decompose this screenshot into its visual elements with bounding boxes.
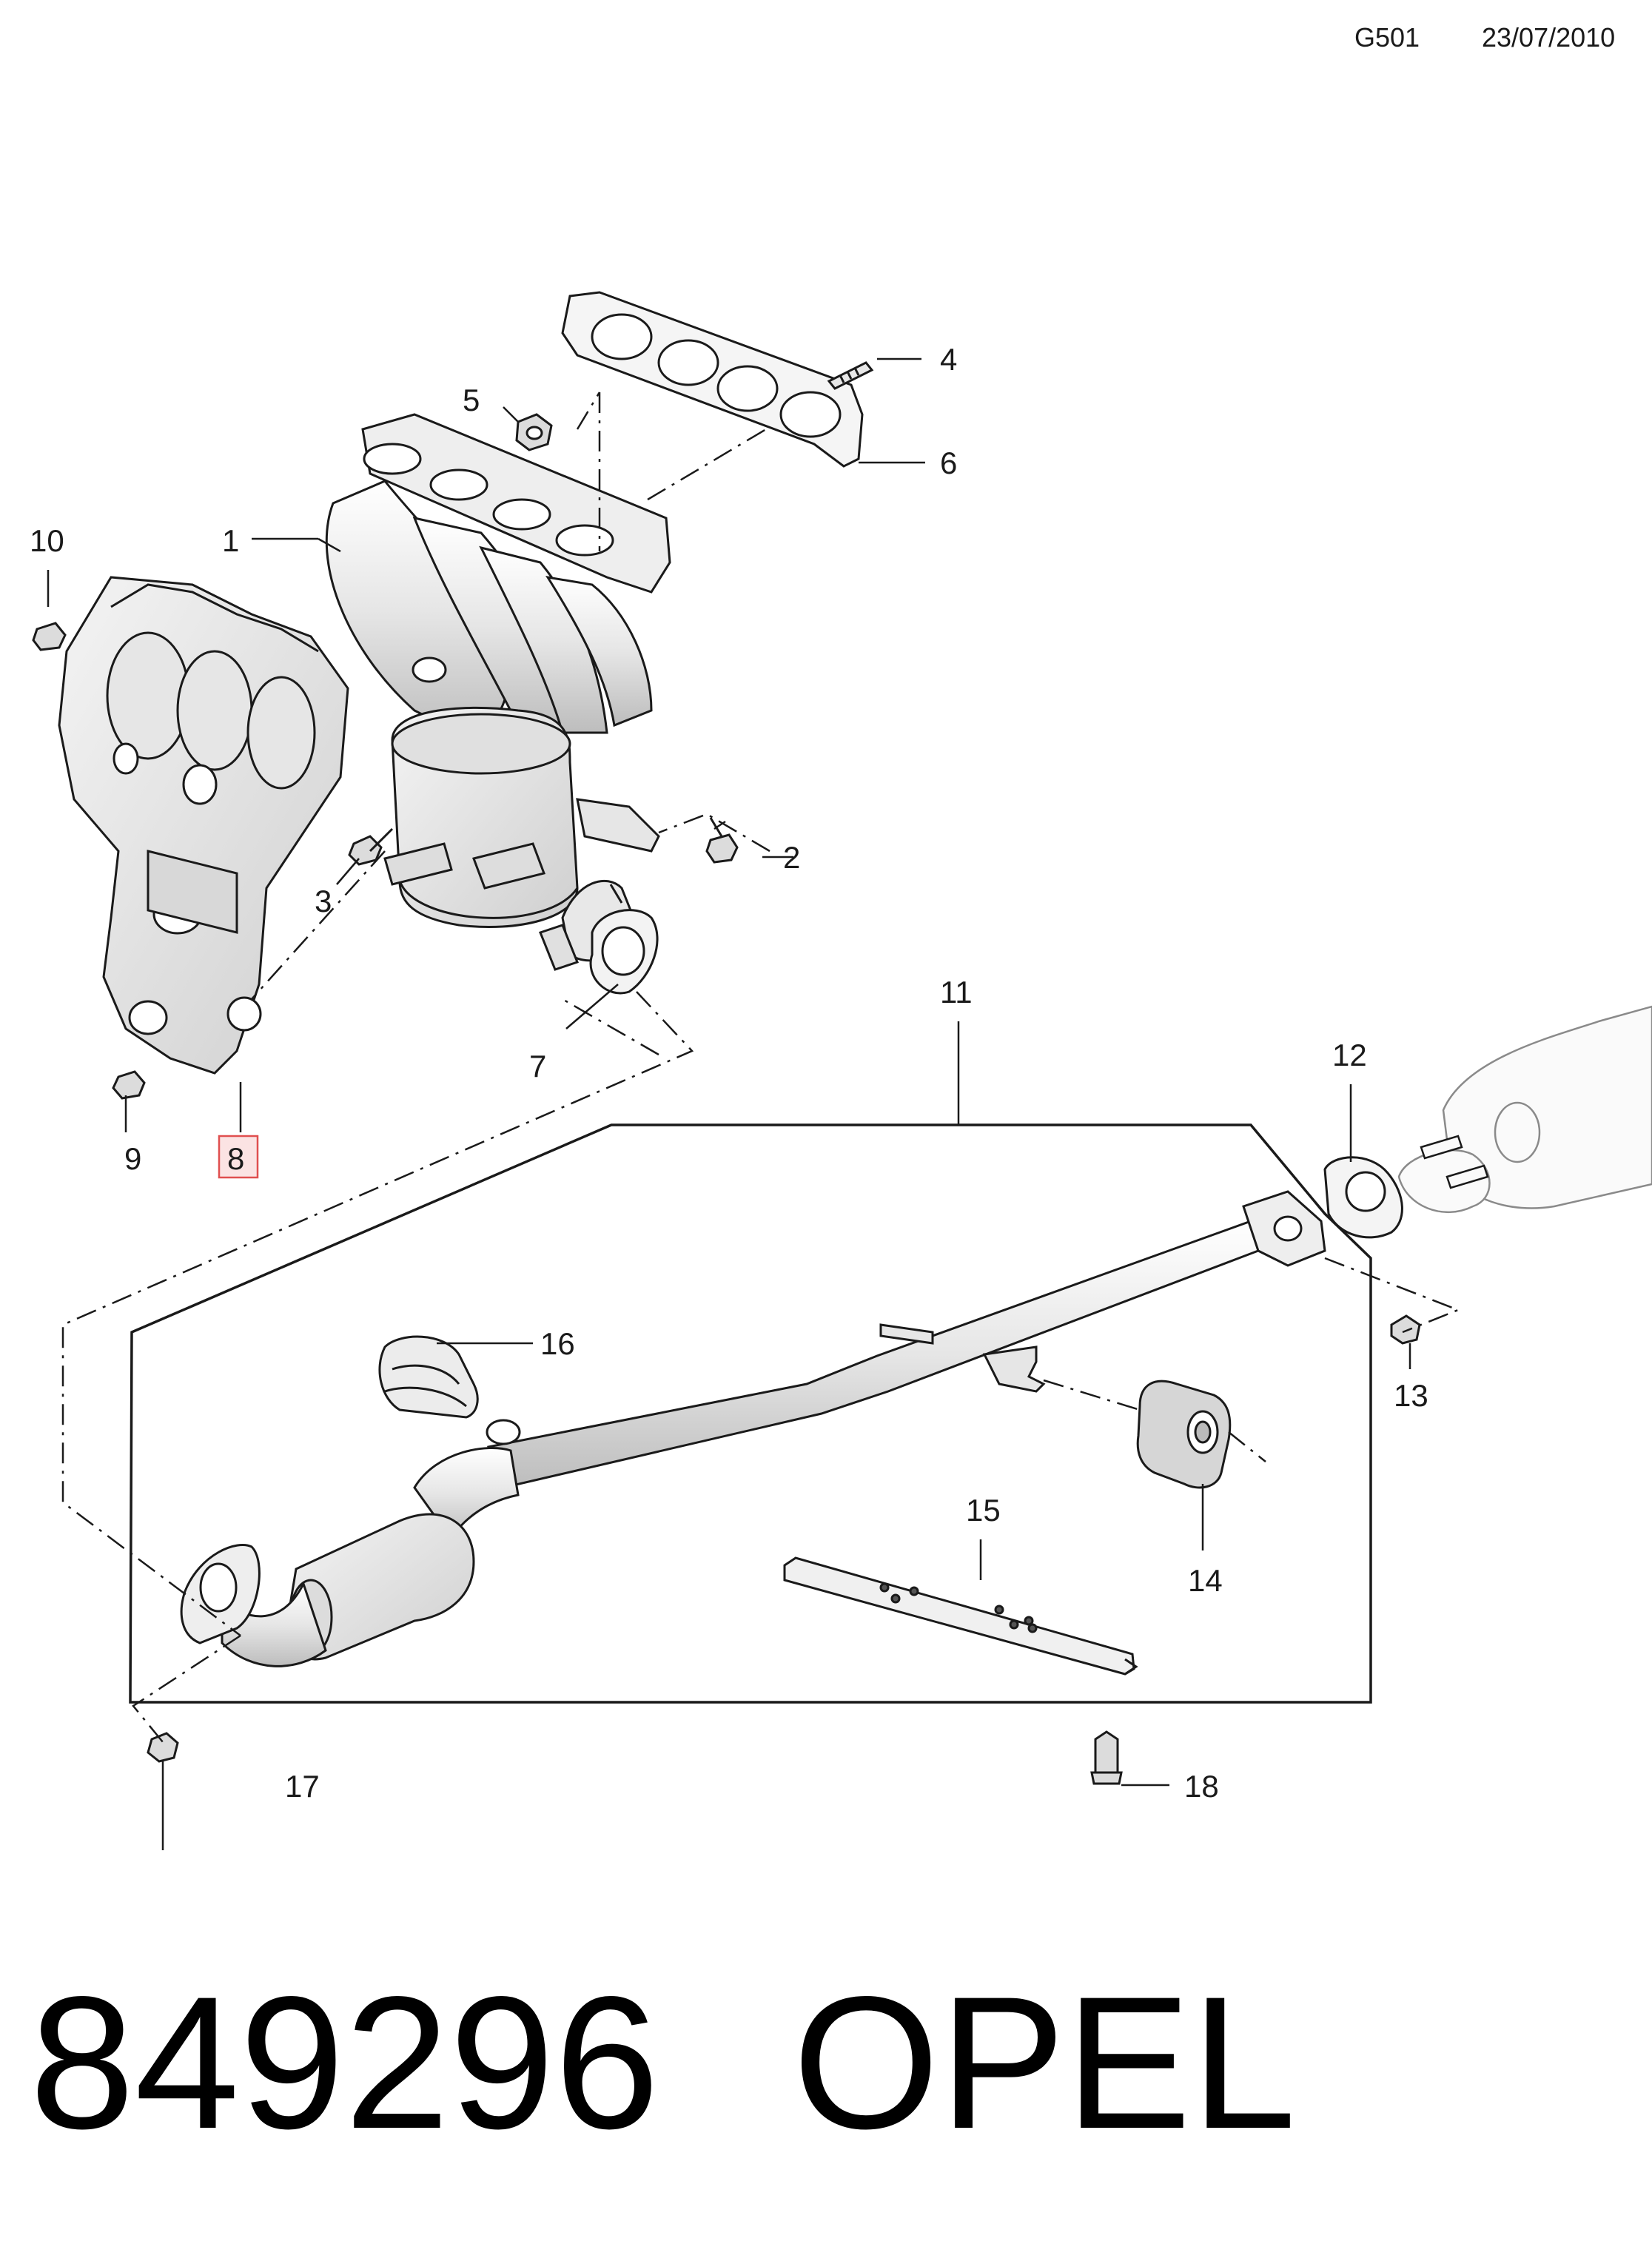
- bolt: [348, 827, 394, 866]
- manifold-gasket: [561, 291, 864, 468]
- callout-4: 4: [940, 342, 957, 377]
- callout-12: 12: [1332, 1038, 1367, 1072]
- callout-9: 9: [124, 1141, 141, 1176]
- bolt: [1090, 1730, 1123, 1785]
- downpipe-gasket: [589, 909, 659, 995]
- leader-lines: [47, 357, 1411, 1850]
- nut: [515, 413, 553, 451]
- front-exhaust-pipe: [180, 1190, 1326, 1667]
- heat-shield: [58, 576, 349, 1075]
- callout-labels: 1 2 3 4 5 6 7 8 9 10 11 12 13 14 15 16 1…: [30, 342, 1428, 1804]
- callout-18: 18: [1184, 1769, 1219, 1804]
- callout-8: 8: [227, 1141, 244, 1176]
- callout-15: 15: [966, 1493, 1001, 1528]
- callout-10: 10: [30, 523, 64, 558]
- support-bracket: [783, 1556, 1138, 1676]
- callout-16: 16: [540, 1326, 575, 1361]
- diagram-date: 23/07/2010: [1482, 22, 1616, 53]
- callout-2: 2: [783, 840, 800, 875]
- bolt: [112, 1070, 146, 1100]
- nut: [147, 1732, 179, 1763]
- bolt: [32, 622, 67, 651]
- callout-5: 5: [463, 383, 480, 417]
- brand-name: OPEL: [792, 1958, 1297, 2168]
- callout-6: 6: [940, 446, 957, 480]
- exhaust-manifold-catalytic-converter: [325, 413, 671, 971]
- callout-3: 3: [315, 884, 332, 918]
- rear-silencer-reference: [1397, 1005, 1652, 1214]
- highlight-box: [218, 1135, 259, 1179]
- callout-1: 1: [222, 523, 239, 558]
- nut: [1390, 1314, 1421, 1345]
- assembly-lines: [61, 392, 1461, 1747]
- callout-13: 13: [1394, 1378, 1428, 1413]
- stud: [827, 361, 874, 390]
- callout-8-highlighted: 8: [218, 1135, 259, 1179]
- front-pipe-group-outline: [129, 1123, 1372, 1704]
- rubber-hanger: [1136, 1380, 1232, 1489]
- callout-17: 17: [285, 1769, 320, 1804]
- callout-14: 14: [1188, 1563, 1223, 1598]
- heat-shield-clip: [378, 1335, 479, 1419]
- callout-7: 7: [529, 1049, 546, 1083]
- diagram-code: G501: [1354, 22, 1420, 53]
- rear-flange-gasket: [1323, 1156, 1403, 1239]
- callout-11: 11: [940, 975, 973, 1009]
- part-number: 849296: [30, 1958, 659, 2168]
